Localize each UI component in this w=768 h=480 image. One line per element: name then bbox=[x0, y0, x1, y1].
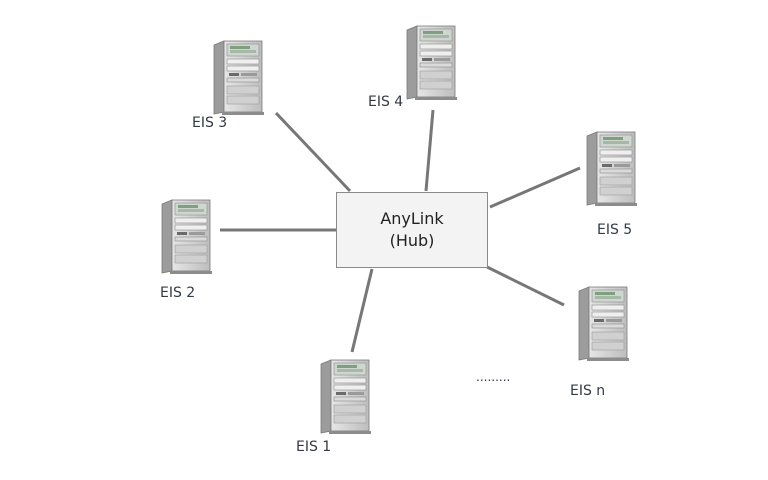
server-tower-icon[interactable] bbox=[319, 359, 371, 439]
more-nodes-ellipsis: ......... bbox=[476, 370, 511, 384]
server-tower-icon[interactable] bbox=[160, 199, 212, 279]
hub-title: AnyLink bbox=[380, 209, 444, 228]
node-label-eis-5: EIS 5 bbox=[597, 222, 633, 238]
server-tower-icon[interactable] bbox=[405, 25, 457, 105]
connector-eis-n bbox=[486, 265, 565, 307]
node-label-eis-1: EIS 1 bbox=[296, 439, 332, 455]
anylink-hub[interactable]: AnyLink (Hub) bbox=[336, 192, 488, 268]
node-label-eis-4: EIS 4 bbox=[368, 94, 404, 110]
connector-eis-4 bbox=[424, 109, 435, 192]
server-tower-icon[interactable] bbox=[577, 286, 629, 366]
server-tower-icon[interactable] bbox=[212, 40, 264, 120]
node-label-eis-n: EIS n bbox=[570, 383, 606, 399]
connector-eis-5 bbox=[489, 166, 581, 209]
node-label-eis-3: EIS 3 bbox=[192, 115, 228, 131]
hub-subtitle: (Hub) bbox=[389, 231, 435, 250]
server-tower-icon[interactable] bbox=[585, 131, 637, 211]
connector-eis-3 bbox=[274, 111, 352, 193]
node-label-eis-2: EIS 2 bbox=[160, 285, 196, 301]
connector-eis-1 bbox=[350, 268, 374, 353]
